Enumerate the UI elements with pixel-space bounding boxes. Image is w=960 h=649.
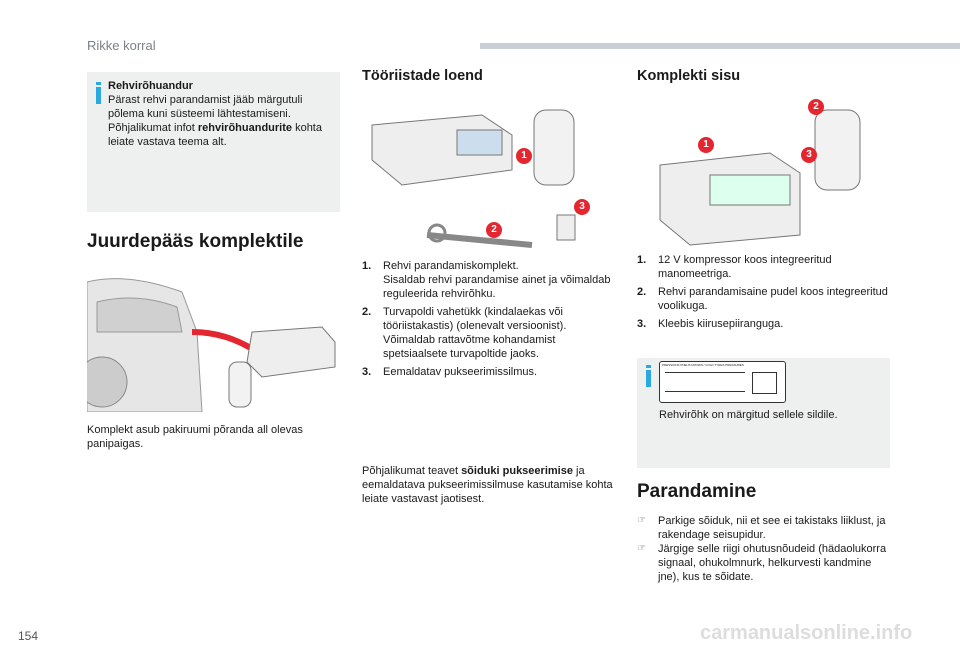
callout-3: 3 — [801, 147, 817, 163]
page-number: 154 — [18, 629, 39, 643]
callout-1: 1 — [516, 148, 532, 164]
callout-1: 1 — [698, 137, 714, 153]
heading-kit-contents: Komplekti sisu — [637, 68, 741, 84]
list-item: 1.12 V kompressor koos integreeritud man… — [637, 254, 832, 280]
kit-list: 1.12 V kompressor koos integreeritud man… — [637, 253, 890, 335]
heading-access: Juurdepääs komplektile — [87, 231, 304, 252]
list-item: Järgige selle riigi ohutusnõudeid (hädao… — [637, 542, 890, 584]
towing-note: Põhjalikumat teavet sõiduki pukseerimise… — [362, 465, 613, 505]
heading-repair: Parandamine — [637, 481, 757, 502]
access-caption: Komplekt asub pakiruumi põranda all olev… — [87, 424, 303, 450]
heading-tools: Tööriistade loend — [362, 68, 483, 84]
tools-illustration — [371, 109, 576, 248]
trunk-illustration — [87, 278, 336, 412]
info-icon — [96, 82, 101, 104]
list-item: Parkige sõiduk, nii et see ei takistaks … — [637, 514, 890, 542]
info-box-pressure: PRESSIONS PNEUS FROIDS / COLD TYRES PRES… — [637, 358, 890, 468]
list-item: 1.Rehvi parandamiskomplekt. Sisaldab reh… — [362, 260, 611, 300]
callout-3: 3 — [574, 199, 590, 215]
list-item: 2.Turvapoldi vahetükk (kindalaekas või t… — [362, 306, 567, 360]
tools-list: 1.Rehvi parandamiskomplekt. Sisaldab reh… — [362, 259, 615, 383]
callout-2: 2 — [486, 222, 502, 238]
section-title: Rikke korral — [87, 38, 156, 53]
watermark: carmanualsonline.info — [700, 622, 913, 644]
kit-illustration — [659, 109, 861, 246]
callout-2: 2 — [808, 99, 824, 115]
info-icon — [646, 365, 651, 387]
list-item: 2.Rehvi parandamisaine pudel koos integr… — [637, 286, 888, 312]
list-item: 3.Kleebis kiirusepiiranguga. — [637, 318, 784, 330]
info-box-tpms: Rehvirõhuandur Pärast rehvi parandamist … — [87, 72, 340, 212]
info-title: Rehvirõhuandur — [108, 80, 193, 92]
list-item: 3.Eemaldatav pukseerimissilmus. — [362, 366, 538, 378]
info-text: Pärast rehvi parandamist jääb märgutuli … — [108, 94, 322, 148]
repair-steps: Parkige sõiduk, nii et see ei takistaks … — [637, 514, 890, 584]
header-bar — [480, 43, 960, 49]
pressure-info-text: Rehvirõhk on märgitud sellele sildile. — [659, 409, 838, 421]
tyre-pressure-label: PRESSIONS PNEUS FROIDS / COLD TYRES PRES… — [659, 361, 786, 403]
